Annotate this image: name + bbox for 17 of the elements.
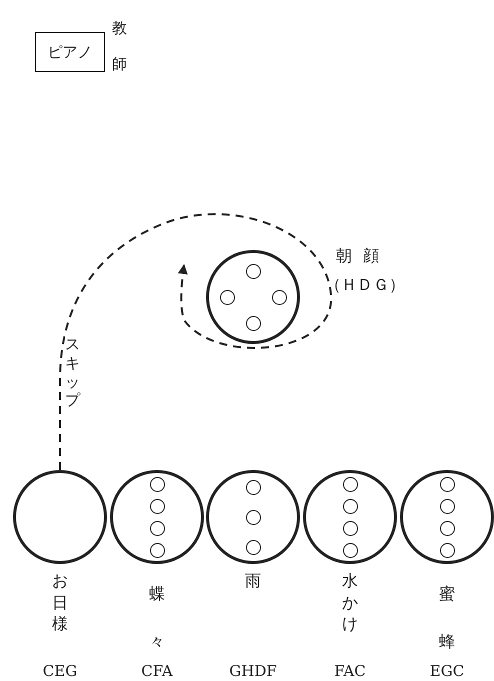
edge-label: スキップ: [65, 335, 80, 410]
node-label: 朝顔: [334, 246, 392, 267]
node-label: 雨: [245, 570, 261, 592]
node-label: 蝶々: [149, 583, 165, 653]
node-label: 水かけ: [342, 570, 358, 635]
code-label: CEG: [42, 662, 78, 680]
node-label: （ＨＤＧ）: [324, 275, 406, 296]
code-label: EGC: [428, 662, 466, 680]
code-label: CFA: [140, 662, 174, 680]
box-label: ピアノ: [48, 42, 92, 62]
code-label: FAC: [333, 662, 367, 680]
code-label: GHDF: [228, 662, 278, 680]
node-label: 教師: [112, 18, 127, 75]
dashed-arrow: [59, 213, 332, 470]
node-label: 蜜蜂: [439, 583, 455, 653]
node-label: お日様: [52, 570, 68, 635]
text-box: [35, 32, 105, 72]
